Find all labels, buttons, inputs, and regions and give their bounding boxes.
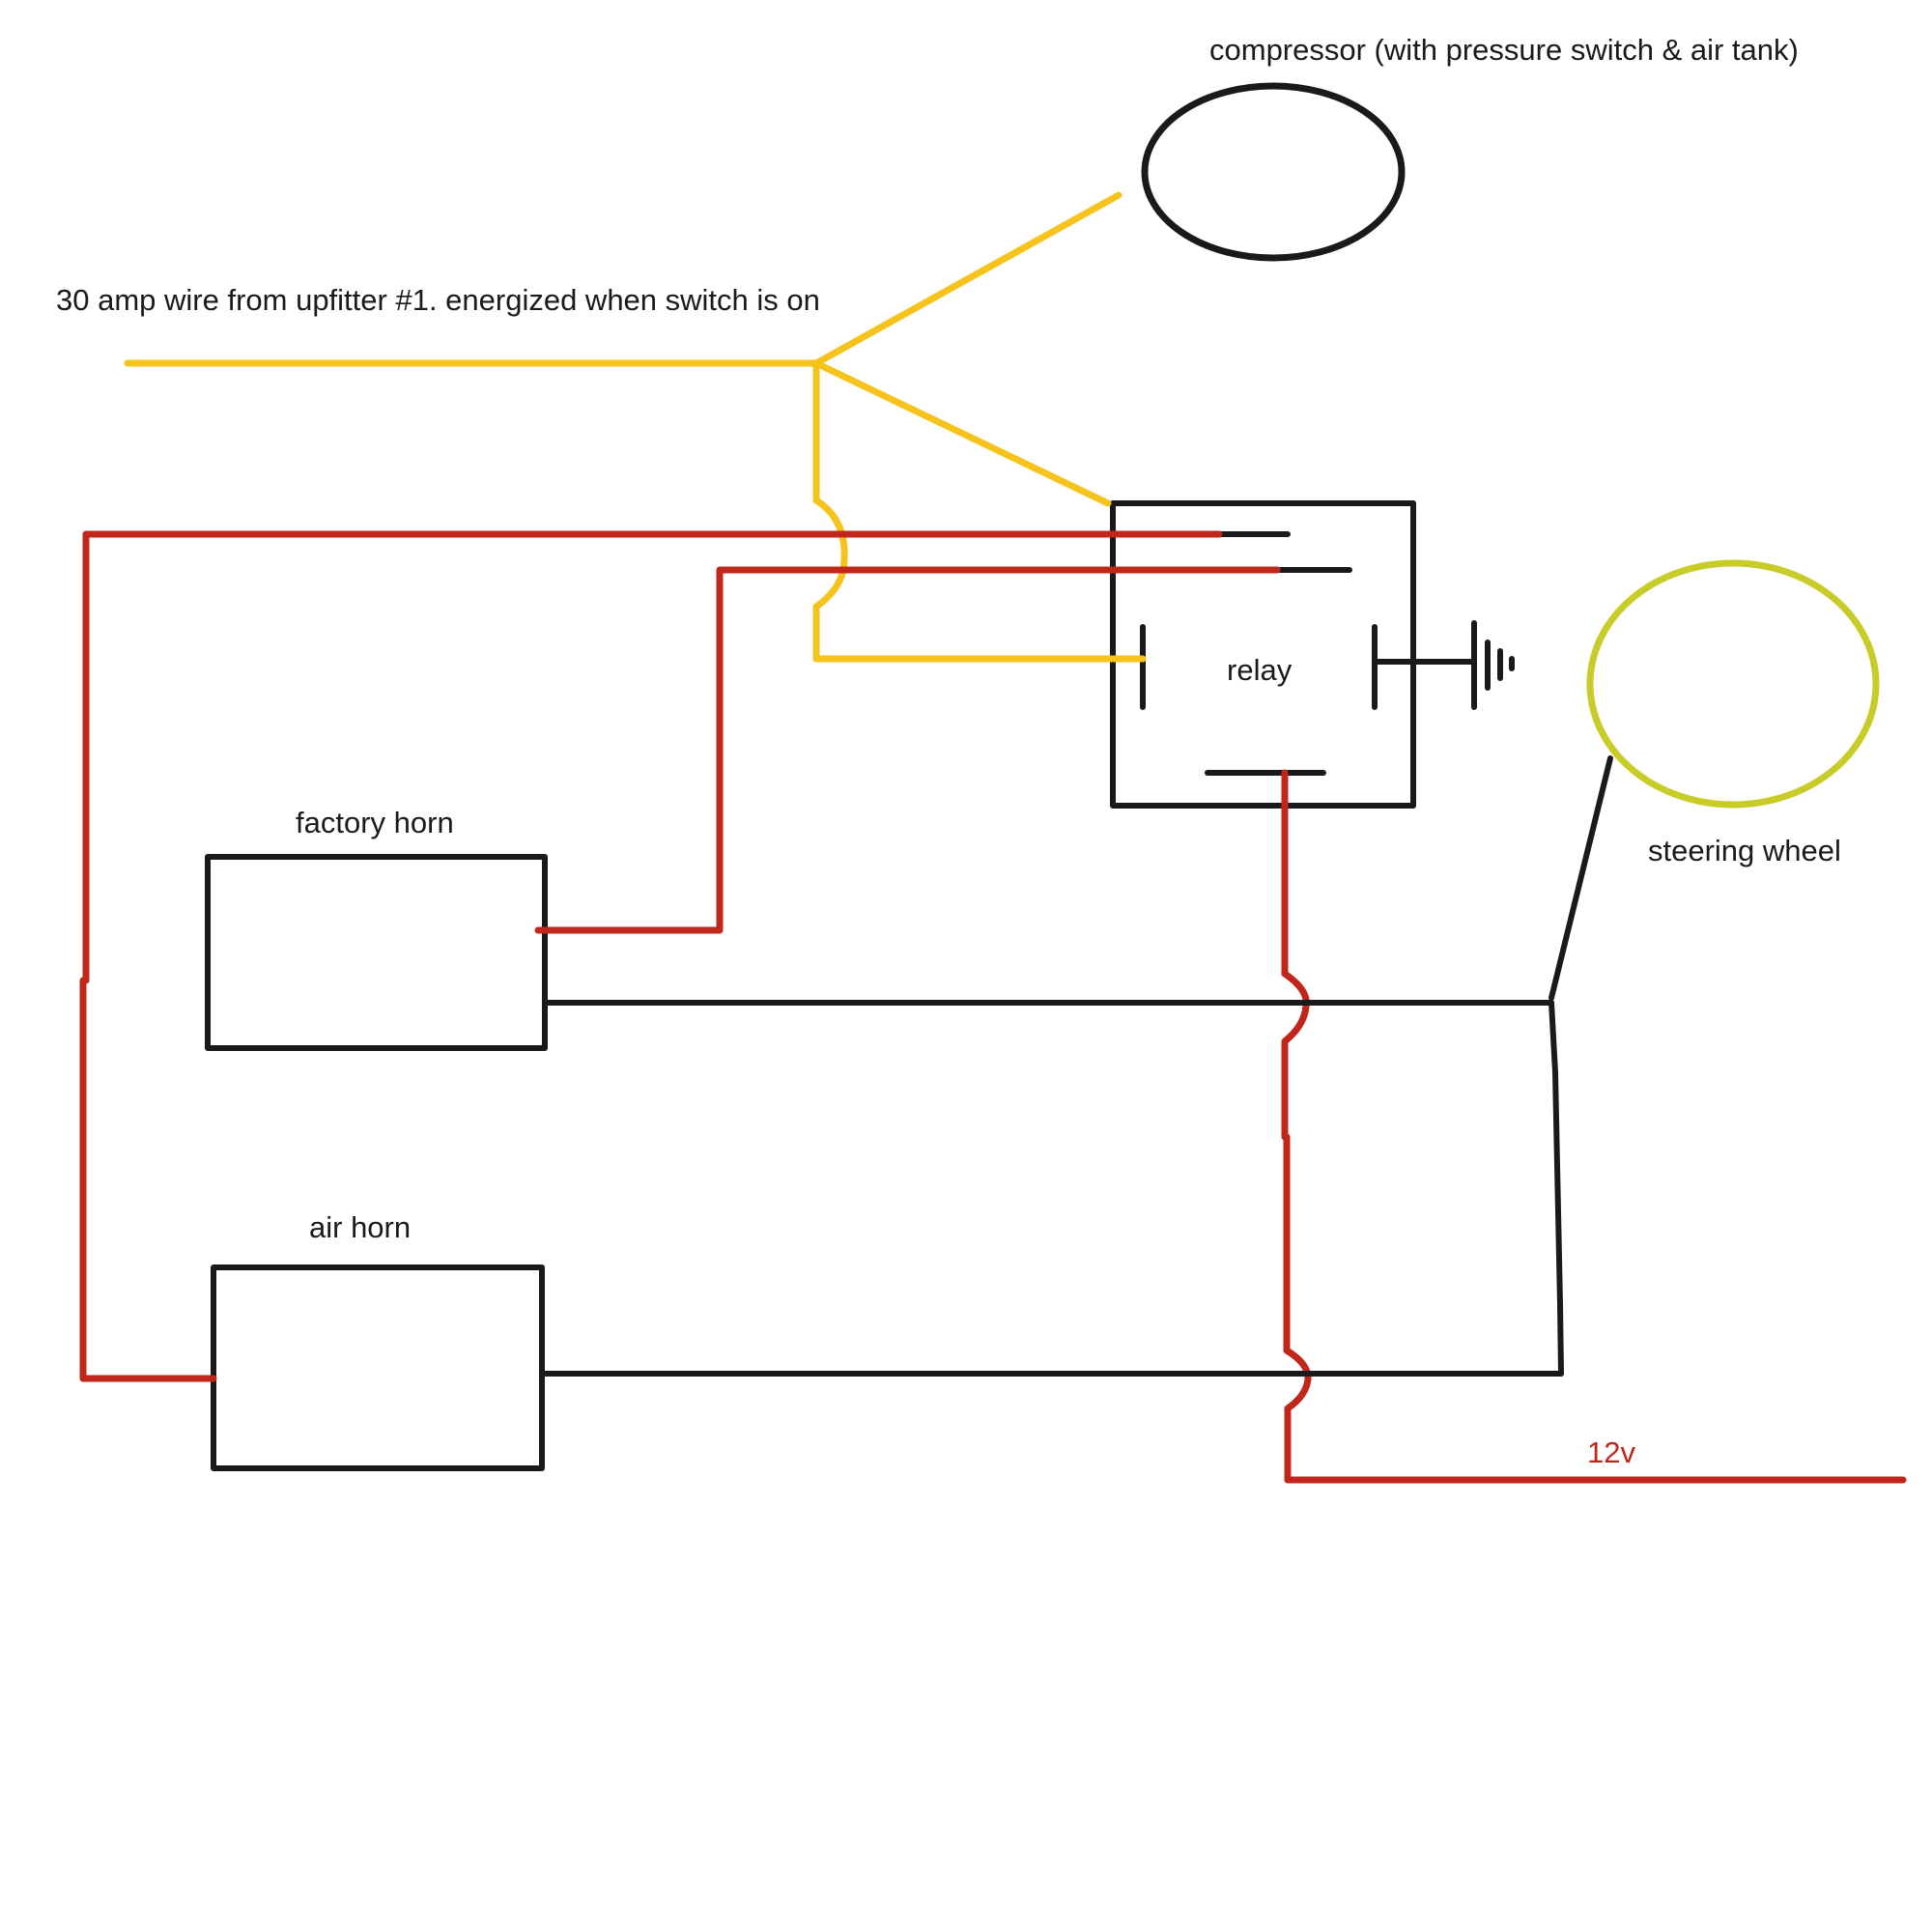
compressor-symbol xyxy=(1141,82,1406,262)
relay-12v-wire xyxy=(1281,769,1907,1484)
yellow-wires xyxy=(124,191,1147,663)
factory-horn-box xyxy=(205,854,548,1051)
relay-label: relay xyxy=(1227,653,1293,687)
relay-coil-feed-wire xyxy=(812,359,1147,663)
black-wires xyxy=(539,755,1613,1377)
air-horn-box xyxy=(211,1264,545,1471)
compressor-feed-wire xyxy=(812,191,1122,367)
factory-horn-label: factory horn xyxy=(296,806,454,839)
air-horn-label: air horn xyxy=(309,1210,412,1244)
relay-box xyxy=(1110,500,1416,809)
factory-horn-power-wire xyxy=(534,566,1281,934)
red-wires xyxy=(79,530,1907,1484)
relay-terminals xyxy=(1140,531,1378,776)
air-horn-power-wire xyxy=(79,530,1223,1382)
ground-symbol xyxy=(1372,620,1515,710)
upfitter-wire-label: 30 amp wire from upfitter #1. energized … xyxy=(56,283,820,317)
steering-wheel-symbol xyxy=(1586,559,1880,809)
12v-label: 12v xyxy=(1587,1435,1635,1469)
steering-wheel-switch-wire xyxy=(1548,755,1613,1001)
relay-30-feed-wire xyxy=(812,359,1112,507)
steering-wheel-label: steering wheel xyxy=(1648,834,1841,867)
compressor-label: compressor (with pressure switch & air t… xyxy=(1209,33,1799,67)
horn-switch-wire xyxy=(1548,1000,1564,1377)
